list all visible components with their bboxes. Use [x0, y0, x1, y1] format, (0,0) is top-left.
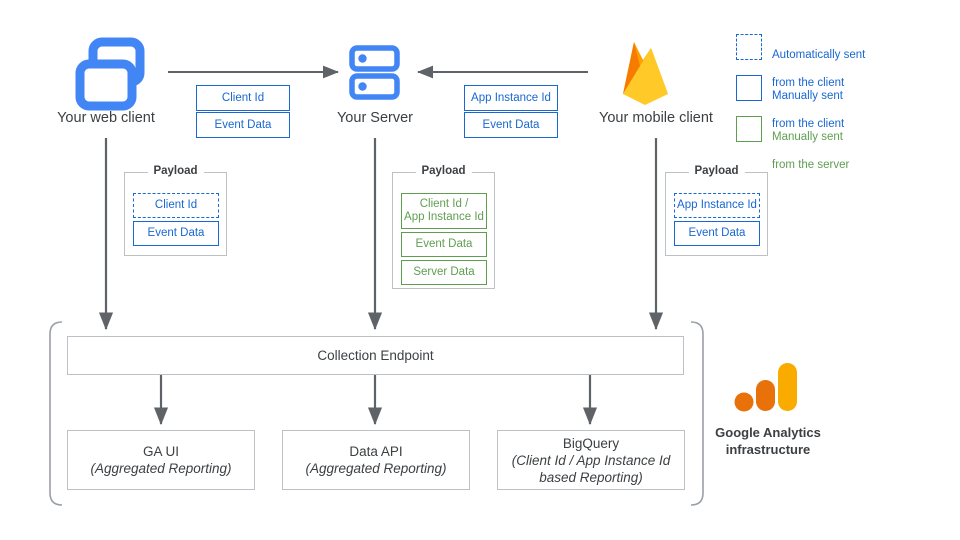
payload-token-app-instance-id: App Instance Id — [674, 193, 760, 218]
output-subtitle-ga-ui: (Aggregated Reporting) — [90, 461, 232, 476]
payload-title-web: Payload — [147, 165, 204, 177]
transport-token-event-data-mobile: Event Data — [464, 112, 558, 138]
legend-manual-client-line2: from the client — [772, 118, 845, 130]
payload-token-client-id: Client Id — [133, 193, 219, 218]
web-client-label: Your web client — [57, 110, 155, 126]
ga-caption-line1: Google Analytics — [715, 425, 821, 440]
payload-web-client: Payload Client Id Event Data — [124, 165, 227, 256]
payload-token-event-data-mobile-payload: Event Data — [674, 221, 760, 246]
output-title-ga-ui: GA UI — [142, 444, 179, 459]
legend-label-manual-client: Manually sent from the client — [772, 75, 902, 131]
google-analytics-icon — [734, 363, 797, 412]
output-subtitle-data-api: (Aggregated Reporting) — [305, 461, 447, 476]
transport-token-event-data: Event Data — [196, 112, 290, 138]
transport-token-client-id: Client Id — [196, 85, 290, 111]
payload-title-mobile: Payload — [688, 165, 745, 177]
web-client-icon — [75, 37, 145, 111]
payload-mobile-client: Payload App Instance Id Event Data — [665, 165, 768, 256]
collection-endpoint-box: Collection Endpoint — [67, 336, 684, 375]
server-icon — [349, 45, 400, 100]
payload-title-server: Payload — [415, 165, 472, 177]
legend-manual-server-line1: Manually sent — [772, 131, 843, 143]
legend-swatch-dashed-blue — [736, 34, 762, 60]
infrastructure-bracket-right — [690, 321, 704, 506]
legend-manual-server-line2: from the server — [772, 159, 850, 171]
output-box-ga-ui: GA UI (Aggregated Reporting) — [67, 430, 255, 490]
payload-token-client-or-app-instance-id: Client Id / App Instance Id — [401, 193, 487, 229]
payload-token-server-data: Server Data — [401, 260, 487, 285]
legend-label-automatic: Automatically sent from the client — [772, 34, 902, 90]
legend-swatch-solid-blue — [736, 75, 762, 101]
legend-automatic-line2: from the client — [772, 77, 845, 89]
payload-token-event-data: Event Data — [133, 221, 219, 246]
legend-automatic-line1: Automatically sent — [772, 49, 866, 61]
server-label: Your Server — [336, 110, 414, 126]
legend-label-manual-server: Manually sent from the server — [772, 116, 902, 172]
payload-server: Payload Client Id / App Instance Id Even… — [392, 165, 495, 289]
payload-token-event-data-server: Event Data — [401, 232, 487, 257]
firebase-icon — [623, 42, 668, 105]
output-box-bigquery: BigQuery (Client Id / App Instance Id ba… — [497, 430, 685, 490]
output-subtitle-bigquery: (Client Id / App Instance Id based Repor… — [511, 452, 671, 485]
output-title-data-api: Data API — [349, 444, 403, 459]
ga-infrastructure-caption: Google Analytics infrastructure — [688, 424, 848, 458]
collection-endpoint-label: Collection Endpoint — [317, 348, 434, 363]
output-box-data-api: Data API (Aggregated Reporting) — [282, 430, 470, 490]
mobile-client-label: Your mobile client — [599, 110, 713, 126]
output-title-bigquery: BigQuery — [562, 435, 620, 451]
infrastructure-bracket-left — [49, 321, 63, 506]
transport-token-app-instance-id: App Instance Id — [464, 85, 558, 111]
legend-manual-client-line1: Manually sent — [772, 90, 843, 102]
legend-swatch-solid-green — [736, 116, 762, 142]
ga-caption-line2: infrastructure — [725, 442, 811, 457]
